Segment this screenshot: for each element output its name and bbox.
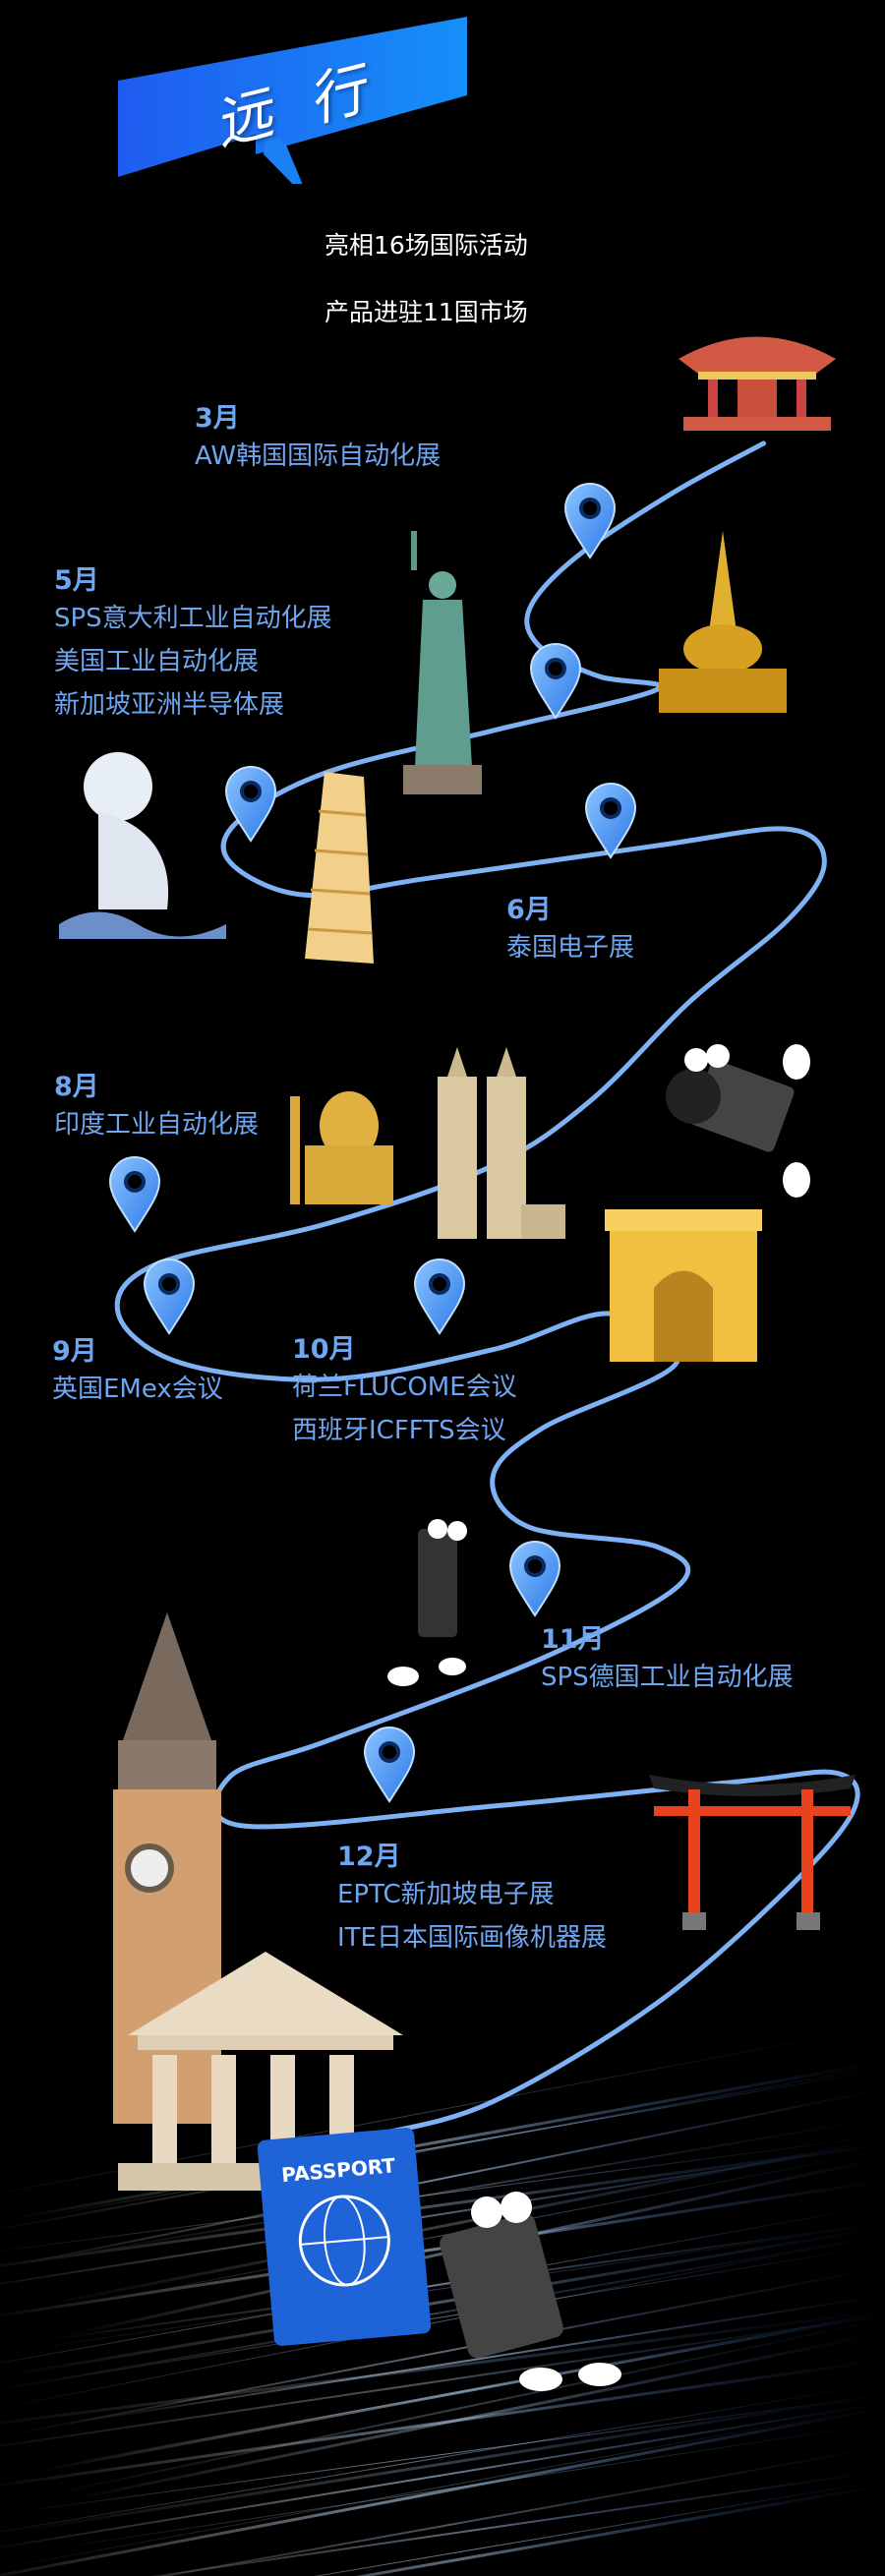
light-streak (9, 2225, 885, 2376)
event-label: ITE日本国际画像机器展 (337, 1923, 607, 1953)
timeline-entry-dec: 12月 EPTC新加坡电子展 ITE日本国际画像机器展 (337, 1835, 607, 1960)
event-label: SPS意大利工业自动化展 (54, 604, 332, 633)
stat-markets: 产品进驻11国市场 (324, 298, 528, 326)
light-streak (0, 2024, 885, 2195)
passport-illustration: PASSPORT (257, 2127, 432, 2347)
light-streak (0, 2234, 885, 2391)
event-label: 泰国电子展 (506, 933, 635, 963)
timeline-entry-aug: 8月 印度工业自动化展 (54, 1065, 259, 1146)
location-pin-icon (224, 766, 277, 843)
light-streak (9, 2392, 885, 2534)
event-label: 新加坡亚洲半导体展 (54, 690, 285, 720)
month-label: 8月 (54, 1072, 99, 1102)
printer-mascot-illustration (440, 2192, 621, 2391)
light-streak (68, 2314, 885, 2464)
light-streak (149, 2469, 885, 2576)
event-label: 荷兰FLUCOME会议 (292, 1373, 517, 1402)
timeline-entry-jun: 6月 泰国电子展 (506, 888, 634, 969)
month-label: 5月 (54, 565, 99, 596)
timeline-entry-nov: 11月 SPS德国工业自动化展 (541, 1617, 794, 1699)
timeline-entry-oct: 10月 荷兰FLUCOME会议 西班牙ICFFTS会议 (292, 1327, 517, 1452)
light-streak (9, 2394, 885, 2514)
month-label: 9月 (52, 1336, 97, 1367)
light-streak (38, 2317, 885, 2497)
event-label: 美国工业自动化展 (54, 647, 260, 676)
light-streak (68, 2116, 885, 2256)
light-streak (38, 2068, 885, 2217)
light-streak (68, 2331, 885, 2502)
merlion-illustration (59, 752, 226, 939)
statue-of-liberty-illustration (403, 531, 482, 794)
light-streak (0, 2179, 885, 2317)
korean-temple-illustration (678, 336, 836, 431)
globe-icon (298, 2195, 390, 2287)
torii-gate-illustration (649, 1775, 856, 1930)
location-pin-icon (529, 643, 582, 720)
month-label: 12月 (337, 1842, 401, 1872)
month-label: 3月 (195, 403, 240, 434)
light-streak (159, 2445, 885, 2576)
light-streak (355, 2484, 885, 2576)
light-streak (0, 2402, 885, 2548)
title-banner: 远行 (118, 17, 472, 184)
month-label: 6月 (506, 895, 552, 925)
location-pin-icon (584, 783, 637, 859)
light-streak (0, 2064, 885, 2231)
light-streak (9, 2060, 885, 2221)
event-label: 英国EMex会议 (52, 1375, 223, 1404)
mosque-illustration (290, 1091, 393, 1204)
event-label: 印度工业自动化展 (54, 1110, 260, 1140)
stat-events: 亮相16场国际活动 (324, 231, 528, 260)
light-streak (0, 2234, 885, 2409)
light-streak (9, 2087, 885, 2267)
location-pin-icon (508, 1541, 561, 1617)
light-streak (68, 2294, 885, 2425)
leaning-tower-illustration (305, 772, 374, 964)
event-label: SPS德国工业自动化展 (541, 1663, 794, 1692)
light-streak (9, 2266, 885, 2436)
location-pin-icon (108, 1156, 161, 1233)
month-label: 10月 (292, 1334, 356, 1365)
camera-mascot-illustration (666, 1044, 810, 1198)
light-streak (0, 2406, 885, 2576)
light-streak (0, 2314, 885, 2447)
timeline-entry-sep: 9月 英国EMex会议 (52, 1329, 223, 1411)
event-label: 西班牙ICFFTS会议 (292, 1416, 506, 1445)
timeline-entry-mar: 3月 AW韩国国际自动化展 (195, 396, 441, 478)
arc-de-triomphe-illustration (605, 1209, 762, 1362)
light-streak (0, 2381, 885, 2533)
light-streak (314, 2480, 885, 2576)
location-pin-icon (413, 1259, 466, 1335)
light-streak (0, 2310, 885, 2425)
sensor-mascot-illustration (387, 1519, 467, 1686)
light-streak (9, 2223, 885, 2353)
event-label: AW韩国国际自动化展 (195, 441, 442, 471)
event-label: EPTC新加坡电子展 (337, 1880, 555, 1909)
thai-temple-illustration (659, 531, 787, 713)
location-pin-icon (563, 483, 617, 559)
speech-banner-shape (118, 17, 467, 184)
light-streak (0, 2404, 885, 2569)
westminster-abbey-illustration (438, 1047, 565, 1239)
location-pin-icon (143, 1259, 196, 1335)
timeline-entry-may: 5月 SPS意大利工业自动化展 美国工业自动化展 新加坡亚洲半导体展 (54, 558, 332, 727)
light-streak (0, 2135, 885, 2252)
month-label: 11月 (541, 1624, 605, 1655)
location-pin-icon (363, 1727, 416, 1803)
